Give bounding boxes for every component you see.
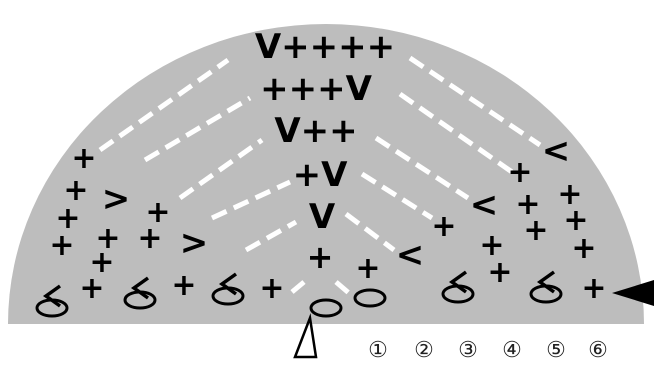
row-number-2: ② <box>414 338 434 363</box>
single-crochet-symbol: + <box>55 201 80 236</box>
row-number-3: ③ <box>458 338 478 363</box>
decrease-symbol: < <box>396 235 425 275</box>
row-3-center-stitches: +V <box>293 155 348 195</box>
row-number-4: ④ <box>502 338 522 363</box>
single-crochet-symbol: + <box>137 221 162 256</box>
ring-icon <box>353 288 387 308</box>
ring-icon <box>309 298 343 318</box>
single-crochet-symbol: + <box>95 221 120 256</box>
single-crochet-symbol: + <box>171 268 196 303</box>
stitch-symbols: +++++++>++>++<+++++++<+++<+ <box>35 131 607 318</box>
decrease-symbol: > <box>102 179 131 219</box>
single-crochet-symbol: + <box>89 245 114 280</box>
chain-curl-icon <box>42 284 62 308</box>
decrease-symbol: < <box>542 131 571 171</box>
row-number-5: ⑤ <box>546 338 566 363</box>
chart-background <box>8 24 644 324</box>
open-triangle-icon <box>293 313 318 359</box>
row-number-1: ① <box>368 338 388 363</box>
row-6-center-stitches: V++++ <box>255 27 395 67</box>
single-crochet-symbol: + <box>507 155 532 190</box>
single-crochet-symbol: + <box>63 173 88 208</box>
single-crochet-symbol: + <box>515 187 540 222</box>
single-crochet-symbol: + <box>79 271 104 306</box>
center-column: V++++ +++V V++ +V V + <box>255 27 395 276</box>
single-crochet-symbol: + <box>355 251 380 286</box>
row-1-center-stitches: + <box>307 238 334 276</box>
row-number-6: ⑥ <box>588 338 608 363</box>
row-number-legend: ① ② ③ ④ ⑤ ⑥ <box>368 338 608 363</box>
single-crochet-symbol: + <box>259 271 284 306</box>
decrease-symbol: > <box>180 223 209 263</box>
chain-curl-icon <box>536 270 556 294</box>
single-crochet-symbol: + <box>487 255 512 290</box>
single-crochet-symbol: + <box>49 228 74 263</box>
row-4-center-stitches: V++ <box>274 111 357 151</box>
decrease-symbol: < <box>470 185 499 225</box>
chain-curl-icon <box>218 272 238 296</box>
single-crochet-symbol: + <box>557 177 582 212</box>
chain-curl-icon <box>130 276 150 300</box>
row-2-center-stitches: V <box>309 197 336 237</box>
dashed-guide-lines <box>98 55 542 296</box>
single-crochet-symbol: + <box>581 271 606 306</box>
filled-triangle-icon <box>612 280 654 306</box>
single-crochet-symbol: + <box>479 228 504 263</box>
single-crochet-symbol: + <box>431 209 456 244</box>
single-crochet-symbol: + <box>563 203 588 238</box>
row-5-center-stitches: +++V <box>260 69 372 109</box>
single-crochet-symbol: + <box>523 213 548 248</box>
single-crochet-symbol: + <box>571 231 596 266</box>
chain-curl-icon <box>448 270 468 294</box>
single-crochet-symbol: + <box>145 195 170 230</box>
single-crochet-symbol: + <box>71 141 96 176</box>
